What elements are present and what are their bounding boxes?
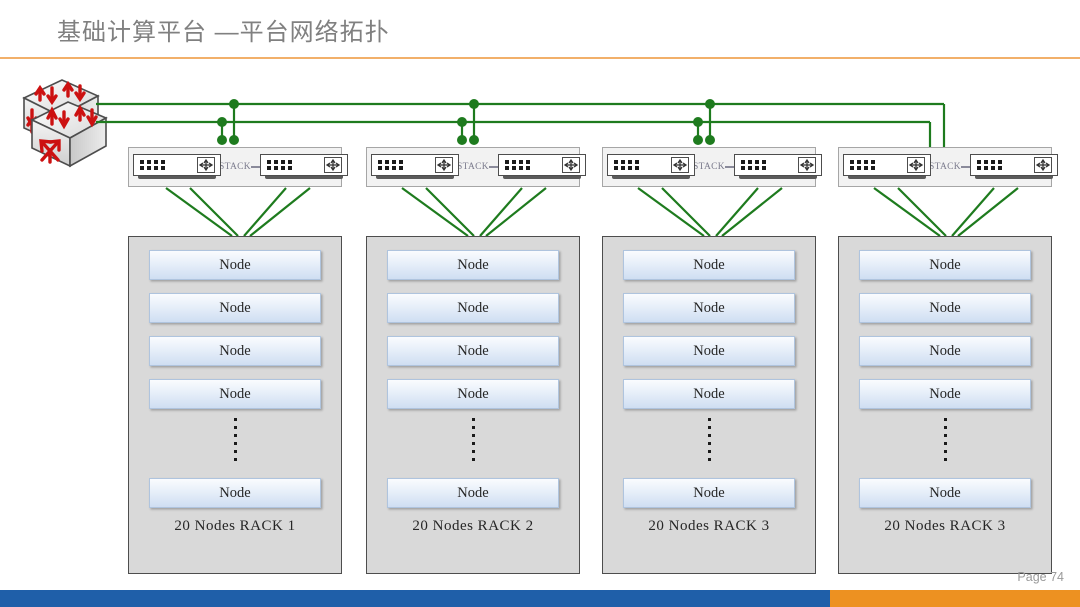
rack-label: 20 Nodes RACK 2 [412, 518, 534, 534]
switch-icon[interactable] [371, 154, 459, 180]
rack-label: 20 Nodes RACK 3 [648, 518, 770, 534]
switch-ports-icon [614, 160, 639, 170]
node-box[interactable]: Node [387, 379, 559, 409]
switch-arrows-icon [797, 157, 816, 173]
node-box[interactable]: Node [387, 336, 559, 366]
node-box[interactable]: Node [859, 379, 1031, 409]
switch-icon[interactable] [843, 154, 931, 180]
switch-arrows-icon [435, 157, 453, 173]
footer-segment-blue [0, 590, 830, 607]
vertical-ellipsis-icon [233, 413, 237, 465]
node-box[interactable]: Node [387, 250, 559, 280]
switch-ports-icon [140, 160, 165, 170]
rack-label: 20 Nodes RACK 3 [884, 518, 1006, 534]
core-switch-router-icon [6, 74, 114, 170]
switch-stack-1[interactable]: STACK [128, 147, 348, 187]
switch-icon[interactable] [733, 154, 822, 180]
node-box[interactable]: Node [623, 293, 795, 323]
rack-4[interactable]: Node Node Node Node Node 20 Nodes RACK 3 [838, 236, 1052, 574]
node-box[interactable]: Node [387, 478, 559, 508]
node-box[interactable]: Node [623, 379, 795, 409]
switch-icon[interactable] [497, 154, 586, 180]
footer-segment-orange [830, 590, 1080, 607]
switch-arrows-icon [323, 157, 342, 173]
node-box[interactable]: Node [149, 336, 321, 366]
switch-ports-icon [266, 160, 292, 170]
switch-ports-icon [740, 160, 766, 170]
rack-2[interactable]: Node Node Node Node Node 20 Nodes RACK 2 [366, 236, 580, 574]
switch-ports-icon [850, 160, 875, 170]
switch-icon[interactable] [259, 154, 348, 180]
node-box[interactable]: Node [149, 478, 321, 508]
switch-arrows-icon [561, 157, 580, 173]
switch-stack-4[interactable]: STACK [838, 147, 1058, 187]
node-box[interactable]: Node [387, 293, 559, 323]
switch-ports-icon [976, 160, 1002, 170]
vertical-ellipsis-icon [471, 413, 475, 465]
node-box[interactable]: Node [623, 336, 795, 366]
switch-arrows-icon [1033, 157, 1052, 173]
switch-arrows-icon [671, 157, 689, 173]
node-box[interactable]: Node [859, 478, 1031, 508]
page-number: Page 74 [1017, 570, 1064, 584]
switch-icon[interactable] [133, 154, 221, 180]
node-box[interactable]: Node [859, 250, 1031, 280]
node-box[interactable]: Node [859, 293, 1031, 323]
switch-stack-3[interactable]: STACK [602, 147, 822, 187]
node-box[interactable]: Node [149, 293, 321, 323]
switch-arrows-icon [197, 157, 215, 173]
node-box[interactable]: Node [149, 379, 321, 409]
rack-label: 20 Nodes RACK 1 [174, 518, 296, 534]
page-title: 基础计算平台 —平台网络拓扑 [57, 19, 390, 46]
switch-ports-icon [504, 160, 530, 170]
switch-icon[interactable] [969, 154, 1058, 180]
switch-ports-icon [378, 160, 403, 170]
switch-arrows-icon [907, 157, 925, 173]
switch-stack-2[interactable]: STACK [366, 147, 586, 187]
node-box[interactable]: Node [623, 250, 795, 280]
title-divider [0, 57, 1080, 59]
node-box[interactable]: Node [859, 336, 1031, 366]
node-box[interactable]: Node [623, 478, 795, 508]
rack-3[interactable]: Node Node Node Node Node 20 Nodes RACK 3 [602, 236, 816, 574]
vertical-ellipsis-icon [707, 413, 711, 465]
footer-bar [0, 590, 1080, 607]
switch-icon[interactable] [607, 154, 695, 180]
vertical-ellipsis-icon [943, 413, 947, 465]
rack-1[interactable]: Node Node Node Node Node 20 Nodes RACK 1 [128, 236, 342, 574]
node-box[interactable]: Node [149, 250, 321, 280]
